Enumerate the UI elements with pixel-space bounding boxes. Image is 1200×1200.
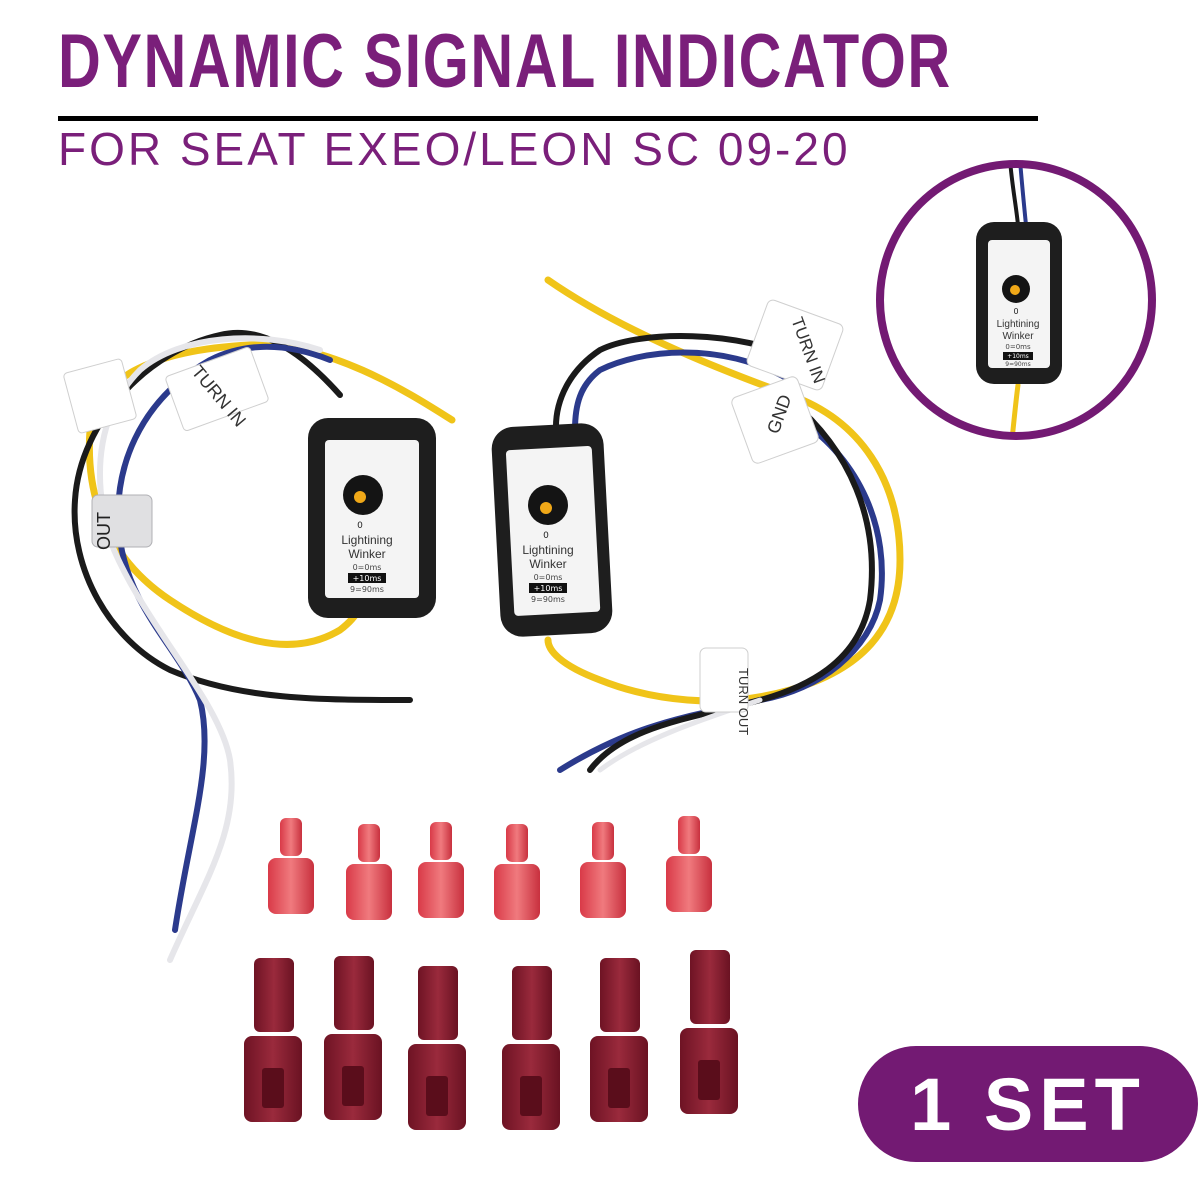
- svg-text:0=0ms: 0=0ms: [1005, 343, 1031, 351]
- tap-connector: [244, 958, 302, 1122]
- tap-connector: [408, 966, 466, 1130]
- svg-text:+10ms: +10ms: [1007, 353, 1029, 360]
- spade-connector: [494, 824, 540, 920]
- svg-text:0=0ms: 0=0ms: [353, 563, 382, 572]
- tap-connector: [324, 956, 382, 1120]
- left-module: 0 Lightining Winker 0=0ms +10ms 9=90ms: [308, 418, 436, 618]
- left-brand-line1: Lightining: [341, 533, 392, 547]
- right-tag-gnd: GND: [731, 376, 819, 464]
- inset-brand-line2: Winker: [1002, 331, 1034, 342]
- spade-connector-row: [268, 816, 712, 920]
- right-brand-line2: Winker: [529, 557, 566, 571]
- right-module: 0 Lightining Winker 0=0ms +10ms 9=90ms: [491, 423, 613, 637]
- page-subtitle: FOR SEAT EXEO/LEON SC 09-20: [58, 123, 851, 175]
- header: DYNAMIC SIGNAL INDICATOR FOR SEAT EXEO/L…: [0, 0, 1200, 180]
- left-brand-line2: Winker: [348, 547, 385, 561]
- inset-brand-line1: Lightining: [997, 319, 1040, 330]
- spade-connector: [346, 824, 392, 920]
- tap-connector: [502, 966, 560, 1130]
- right-tag-turn-out-label: TURN OUT: [736, 668, 751, 735]
- svg-text:0: 0: [357, 521, 363, 531]
- quantity-badge: 1 SET: [858, 1046, 1198, 1162]
- tap-connector: [680, 950, 738, 1114]
- svg-text:+10ms: +10ms: [534, 584, 563, 593]
- svg-text:9=90ms: 9=90ms: [350, 585, 384, 594]
- tap-connector: [590, 958, 648, 1122]
- svg-text:0: 0: [543, 531, 549, 541]
- left-tag-turn-in: TURN IN: [165, 346, 269, 432]
- right-brand-line1: Lightining: [522, 543, 573, 557]
- spade-connector: [418, 822, 464, 918]
- svg-text:9=90ms: 9=90ms: [531, 595, 565, 604]
- svg-text:0=0ms: 0=0ms: [534, 573, 563, 582]
- spade-connector: [666, 816, 712, 912]
- svg-text:9=90ms: 9=90ms: [1005, 361, 1030, 368]
- right-tag-turn-in: TURN IN: [746, 299, 844, 391]
- inset-closeup: 0 Lightining Winker 0=0ms +10ms 9=90ms: [876, 160, 1156, 440]
- right-tag-turn-out: TURN OUT: [699, 647, 751, 735]
- svg-text:0: 0: [1013, 307, 1018, 316]
- spade-connector: [580, 822, 626, 918]
- left-tag-out: OUT: [91, 494, 153, 550]
- left-tag-side: [63, 358, 137, 434]
- left-tag-out-label: OUT: [94, 512, 114, 550]
- svg-text:+10ms: +10ms: [353, 574, 382, 583]
- quantity-badge-label: 1 SET: [910, 1062, 1146, 1146]
- spade-connector: [268, 818, 314, 914]
- page-title: DYNAMIC SIGNAL INDICATOR: [58, 19, 952, 104]
- tap-connector-row: [244, 950, 738, 1130]
- title-underline: [58, 116, 1038, 121]
